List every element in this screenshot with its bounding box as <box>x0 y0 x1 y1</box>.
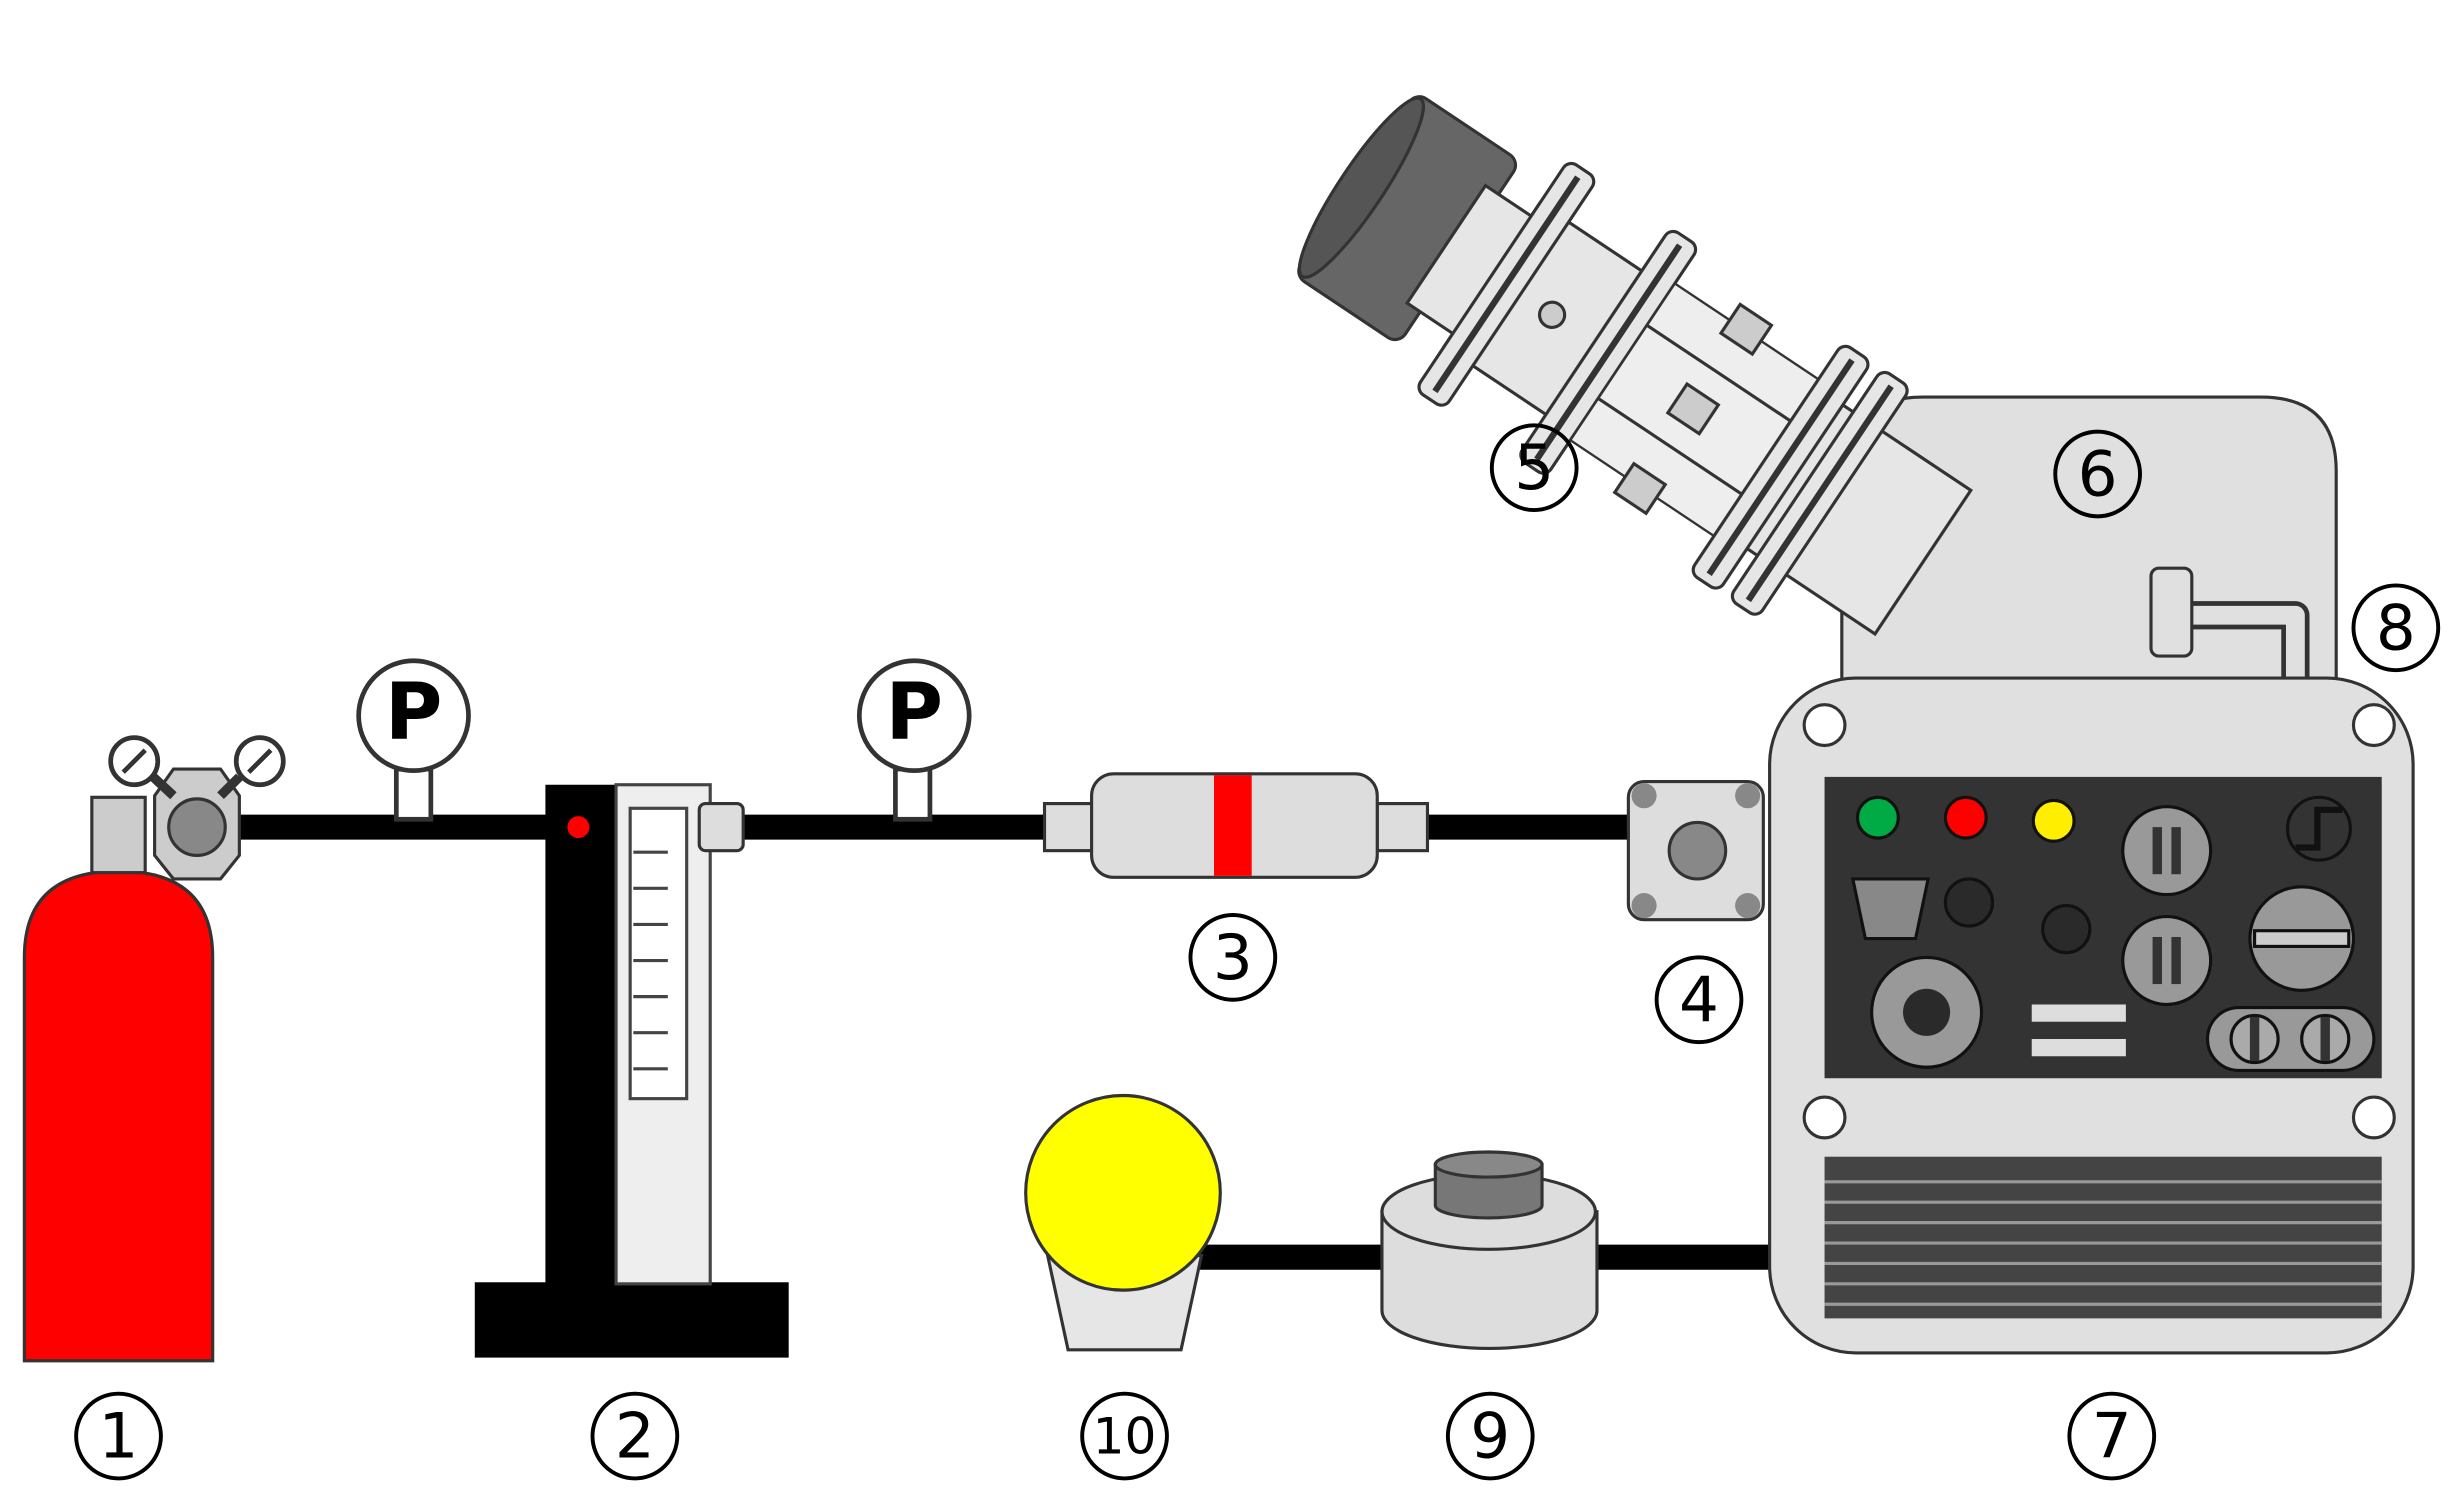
indicator-yellow <box>2031 798 2076 843</box>
waveform-icon <box>2295 806 2343 851</box>
gauge-1-dial-icon <box>356 658 471 773</box>
indicator-green <box>1855 795 1900 840</box>
label-9: 9 <box>1445 1391 1535 1481</box>
flowmeter-stand <box>474 783 789 1358</box>
label-8: 8 <box>2351 583 2441 673</box>
cylinder-neck <box>90 795 147 875</box>
filter-band <box>1214 775 1252 876</box>
svg-text:5: 5 <box>1514 431 1554 504</box>
valve-knob <box>1667 820 1728 881</box>
label-3: 3 <box>1188 913 1278 1002</box>
label-2: 2 <box>590 1391 680 1481</box>
svg-text:9: 9 <box>1470 1400 1510 1473</box>
cell-device <box>1380 1150 1599 1351</box>
regulator-knob <box>167 797 227 857</box>
stand-indicator-dot <box>567 816 590 839</box>
gas-cylinder <box>22 735 286 1363</box>
upper-housing <box>1840 395 2338 693</box>
label-7: 7 <box>2067 1391 2157 1481</box>
svg-text:6: 6 <box>2078 437 2118 510</box>
flowmeter-scale <box>628 806 689 1101</box>
label-10: 10 <box>1080 1391 1169 1481</box>
flowmeter-ticks <box>633 850 668 1071</box>
gauge-1-label: P <box>385 666 443 758</box>
gauge-2-label: P <box>885 666 943 758</box>
gauge-2-dial-icon <box>856 658 972 773</box>
pressure-gauge-1: P <box>356 658 471 822</box>
stand-pillar <box>545 784 617 1287</box>
trap-bulb <box>1024 1093 1222 1352</box>
stand-base <box>474 1282 789 1358</box>
component-labels: 1 2 3 4 5 6 7 8 <box>74 423 2441 1481</box>
inline-filter <box>1042 772 1430 879</box>
outlet-fitting <box>2149 566 2194 658</box>
svg-text:2: 2 <box>615 1400 655 1473</box>
switch-knob-1 <box>2121 805 2213 897</box>
trap-sphere <box>1024 1093 1222 1292</box>
valve-block <box>1626 780 1765 922</box>
pressure-gauge-2: P <box>856 658 972 822</box>
label-1: 1 <box>74 1391 163 1481</box>
svg-text:7: 7 <box>2092 1400 2132 1473</box>
vent-grille <box>1824 1156 2382 1319</box>
svg-text:10: 10 <box>1093 1407 1157 1466</box>
switch-knob-2 <box>2121 915 2213 1007</box>
main-unit <box>1768 676 2415 1355</box>
svg-text:3: 3 <box>1213 921 1253 994</box>
label-5: 5 <box>1489 423 1579 513</box>
label-6: 6 <box>2053 429 2142 519</box>
svg-text:4: 4 <box>1679 963 1719 1036</box>
tubing <box>236 814 1772 1270</box>
angled-assembly <box>1297 95 1973 637</box>
funnel-port <box>1850 877 1931 941</box>
flowmeter-outlet-fitting <box>697 802 745 853</box>
label-4: 4 <box>1654 955 1744 1045</box>
svg-text:1: 1 <box>99 1400 139 1473</box>
cylinder-body <box>22 869 215 1363</box>
cell-cap <box>1433 1162 1544 1220</box>
indicator-red <box>1943 795 1988 840</box>
svg-text:8: 8 <box>2376 591 2416 664</box>
